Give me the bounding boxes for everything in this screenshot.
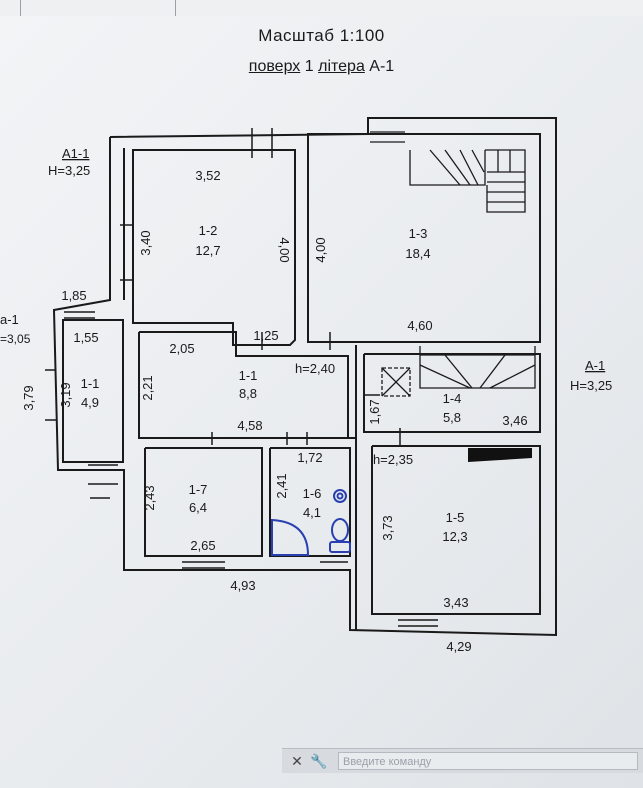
room-1-1-id: 1-1 (239, 368, 258, 383)
dim-4-00-a: 4,00 (277, 237, 292, 262)
room-1-6-area: 4,1 (303, 505, 321, 520)
dim-3-52: 3,52 (195, 168, 220, 183)
room-annex-1-1-id: 1-1 (81, 376, 100, 391)
window-top-strip (0, 0, 643, 16)
outer-walls (52, 117, 557, 637)
dim-3-40: 3,40 (138, 230, 153, 255)
dim-2-65: 2,65 (190, 538, 215, 553)
dim-1-72: 1,72 (297, 450, 322, 465)
window-divider (20, 0, 176, 16)
block-a1-1-name: А1-1 (62, 146, 89, 161)
litera-value: А-1 (369, 58, 395, 75)
floor-number: 1 (304, 58, 314, 75)
dim-1-25: 1,25 (253, 328, 278, 343)
floor-word: поверх (248, 58, 301, 75)
room-1-2-id: 1-2 (199, 223, 218, 238)
height-2-40: h=2,40 (295, 361, 335, 376)
dim-4-00-b: 4,00 (313, 237, 328, 262)
dim-1-67: 1,67 (367, 399, 382, 424)
dim-3-46: 3,46 (502, 413, 527, 428)
dim-3-43: 3,43 (443, 595, 468, 610)
dim-2-41: 2,41 (274, 473, 289, 498)
dim-3-73: 3,73 (380, 515, 395, 540)
dim-2-21: 2,21 (140, 375, 155, 400)
block-left-height: =3,05 (0, 332, 31, 346)
dim-4-60: 4,60 (407, 318, 432, 333)
block-a-1-height: Н=3,25 (570, 378, 612, 393)
block-a-1-name: А-1 (585, 358, 605, 373)
room-1-3-area: 18,4 (405, 246, 430, 261)
dim-1-85: 1,85 (61, 288, 86, 303)
room-1-1-area: 8,8 (239, 386, 257, 401)
stairs-upper (370, 131, 526, 213)
toilet-icon (329, 541, 351, 553)
shower-icon (271, 518, 310, 556)
block-left-name: а-1 (0, 312, 19, 327)
room-1-7-area: 6,4 (189, 500, 207, 515)
dim-1-55: 1,55 (73, 330, 98, 345)
room-1-4-id: 1-4 (443, 391, 462, 406)
dim-2-43: 2,43 (142, 485, 157, 510)
scale-title: Масштаб 1:100 (258, 26, 385, 45)
dim-3-79: 3,79 (21, 385, 36, 410)
room-1-5-id: 1-5 (446, 510, 465, 525)
height-2-35: h=2,35 (373, 452, 413, 467)
stairs-lower (381, 346, 536, 397)
room-1-2-area: 12,7 (195, 243, 220, 258)
wrench-icon[interactable]: 🔧 (310, 753, 328, 769)
room-1-5-area: 12,3 (442, 529, 467, 544)
block-a1-1-height: Н=3,25 (48, 163, 90, 178)
sink-icon (333, 489, 347, 503)
room-1-7-id: 1-7 (189, 482, 208, 497)
dim-4-58: 4,58 (237, 418, 262, 433)
sanitary-fixtures (271, 489, 351, 556)
dim-4-93: 4,93 (230, 578, 255, 593)
window-marks (45, 128, 438, 627)
command-line-bar: ✕ 🔧 Введите команду (282, 748, 643, 773)
dim-3-19: 3,19 (58, 382, 73, 407)
stair-wedge (468, 448, 532, 462)
dim-2-05: 2,05 (169, 341, 194, 356)
floor-title: поверх 1 літера А-1 (0, 58, 643, 76)
window-divider (0, 0, 21, 16)
room-annex-1-1-area: 4,9 (81, 395, 99, 410)
litera-word: літера (318, 58, 365, 75)
room-1-6-id: 1-6 (303, 486, 322, 501)
close-icon[interactable]: ✕ (291, 753, 303, 769)
room-1-4-area: 5,8 (443, 410, 461, 425)
room-1-3-id: 1-3 (409, 226, 428, 241)
dim-4-29: 4,29 (446, 639, 471, 654)
command-input[interactable]: Введите команду (338, 752, 638, 770)
